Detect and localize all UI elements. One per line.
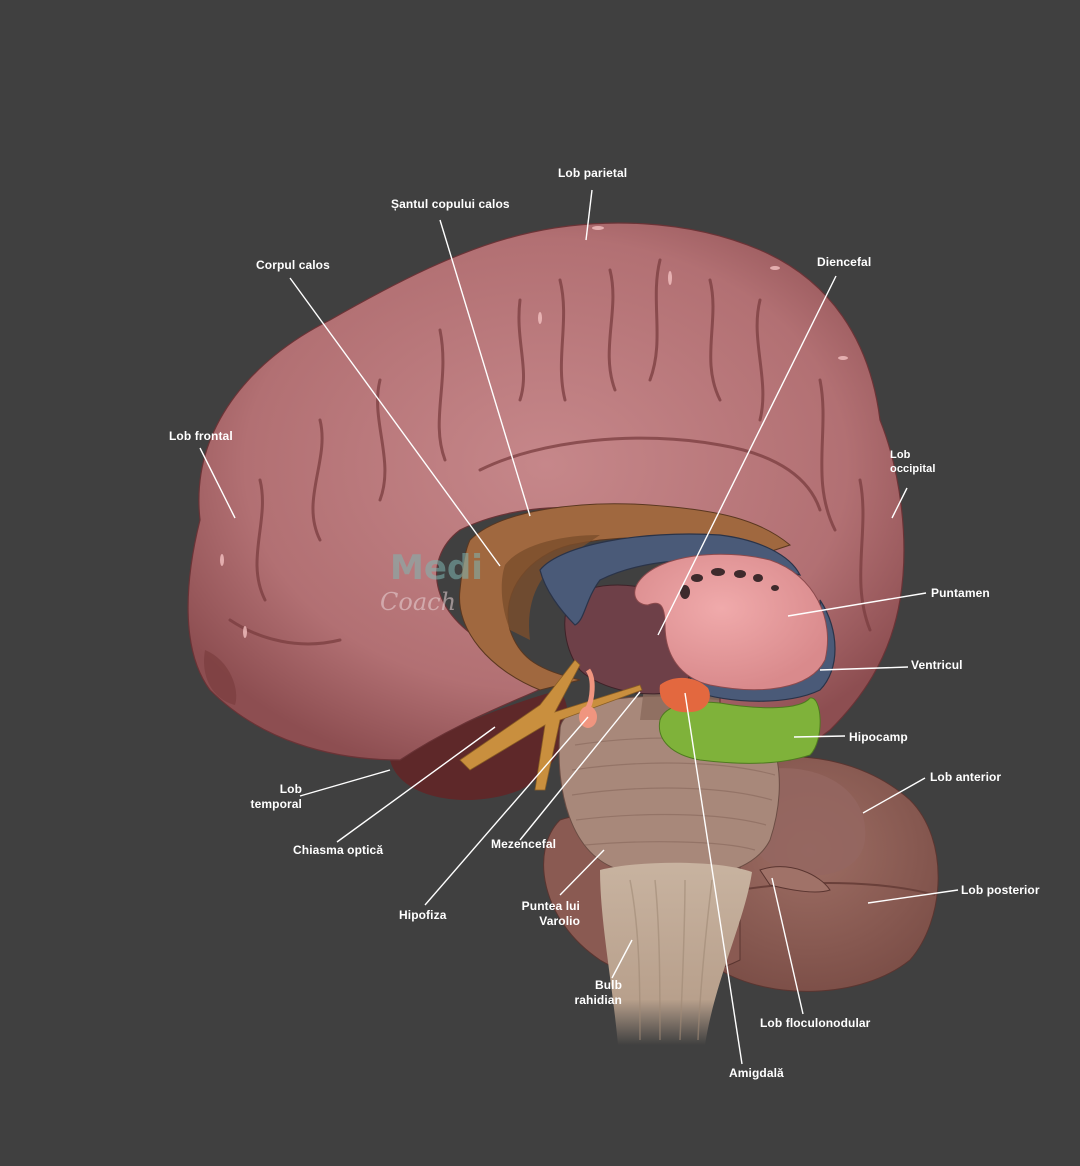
label-puntea-line2: Varolio (539, 914, 580, 928)
label-mezencefal: Mezencefal (491, 837, 557, 851)
label-bulb-rahidian: Bulb rahidian (568, 978, 622, 1008)
label-lob-floculonodular: Lob floculonodular (760, 1016, 871, 1030)
label-bulb-line1: Bulb (594, 978, 622, 992)
leader-lines (199, 189, 959, 1065)
label-corpul-calos: Corpul calos (256, 258, 330, 272)
label-amigdala: Amigdală (729, 1066, 784, 1080)
corpus-callosum (459, 503, 792, 691)
label-hipocamp: Hipocamp (849, 730, 908, 744)
label-lob-posterior: Lob posterior (961, 883, 1040, 897)
label-lob-occipital: Lob occipital (890, 448, 936, 476)
label-lob-temporal: Lob temporal (246, 782, 302, 812)
hippocampus (658, 697, 821, 764)
label-santul-copului-calos: Șantul copului calos (391, 197, 510, 211)
label-lob-anterior: Lob anterior (930, 770, 1002, 784)
label-ventricul: Ventricul (911, 658, 963, 672)
label-bulb-line2: rahidian (574, 993, 622, 1007)
label-puntamen: Puntamen (931, 586, 990, 600)
watermark-logo: Medi Coach (362, 540, 492, 630)
putamen (634, 553, 829, 691)
label-diencefal: Diencefal (817, 255, 872, 269)
label-puntea-line1: Puntea lui (521, 899, 580, 913)
label-lob-occipital-line2: occipital (890, 463, 936, 475)
label-lob-parietal: Lob parietal (558, 166, 628, 180)
label-chiasma-optica: Chiasma optică (293, 843, 384, 857)
watermark-text-coach: Coach (380, 588, 457, 616)
cerebral-cortex (187, 222, 905, 761)
medulla (600, 862, 752, 1045)
label-puntea-lui-varolio: Puntea lui Varolio (514, 899, 580, 929)
label-lob-frontal: Lob frontal (169, 429, 233, 443)
label-lob-temporal-line2: temporal (250, 797, 302, 811)
watermark-text-medi: Medi (390, 548, 483, 588)
optic-chiasm (459, 659, 643, 791)
label-lob-occipital-line1: Lob (890, 449, 911, 461)
label-lob-temporal-line1: Lob (279, 782, 302, 796)
label-hipofiza: Hipofiza (399, 908, 447, 922)
